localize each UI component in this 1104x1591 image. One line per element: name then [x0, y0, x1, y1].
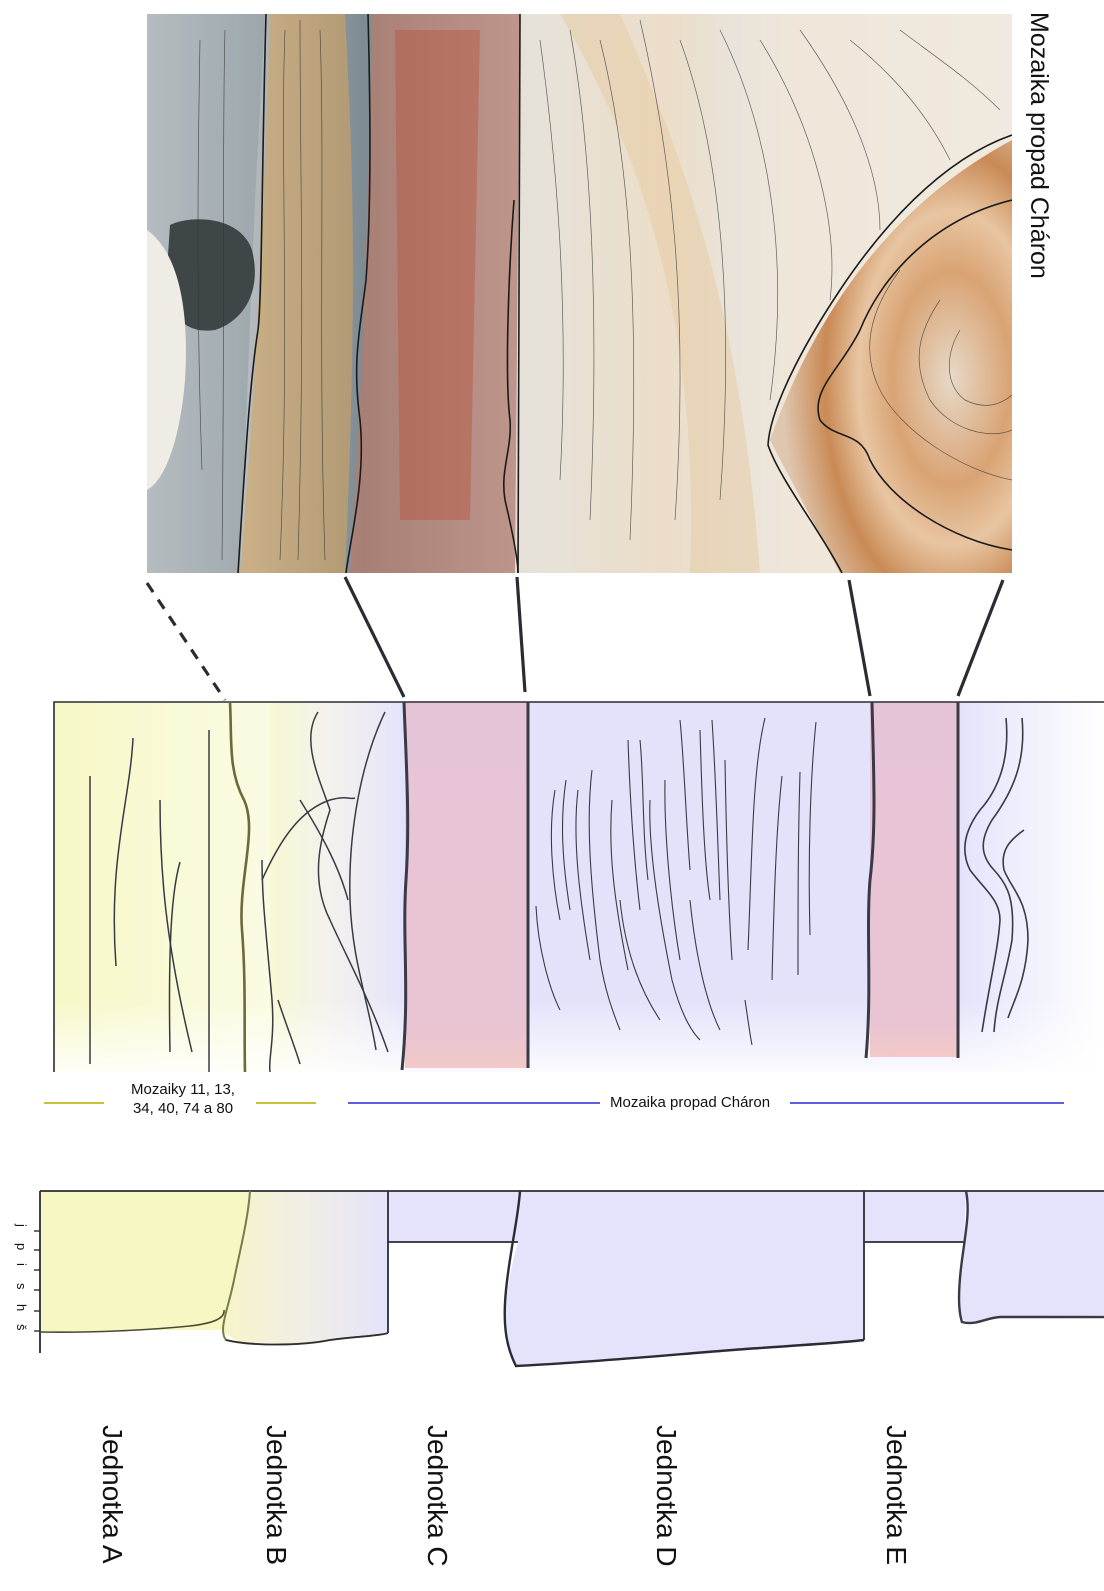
legend-left-line1: Mozaiky 11, 13, — [108, 1080, 258, 1099]
pink-band-e — [870, 702, 959, 1057]
unit-label-a: Jednotka A — [96, 1425, 128, 1564]
lower-profile — [34, 1191, 1104, 1366]
photo-title: Mozaika propad Cháron — [1024, 12, 1053, 279]
legend-left-line2: 34, 40, 74 a 80 — [108, 1099, 258, 1118]
unit-label-e: Jednotka E — [880, 1425, 912, 1565]
scale-tick-p: p — [14, 1243, 29, 1250]
scale-tick-j: j — [14, 1224, 29, 1227]
pink-band-c — [405, 702, 527, 1068]
legend-left-label: Mozaiky 11, 13, 34, 40, 74 a 80 — [108, 1080, 258, 1118]
scale-tick-sh: š — [14, 1324, 29, 1331]
unit-label-d: Jednotka D — [650, 1425, 682, 1567]
legend-right-label: Mozaika propad Cháron — [604, 1094, 776, 1111]
scale-tick-h: h — [14, 1304, 29, 1311]
unit-label-c: Jednotka C — [421, 1425, 453, 1567]
scale-tick-i: i — [14, 1263, 29, 1266]
upper-section — [54, 702, 1104, 1072]
unit-label-b: Jednotka B — [260, 1425, 292, 1565]
correlation-lines — [147, 577, 1003, 700]
cave-photo — [147, 14, 1012, 573]
scale-tick-s: s — [14, 1283, 29, 1290]
